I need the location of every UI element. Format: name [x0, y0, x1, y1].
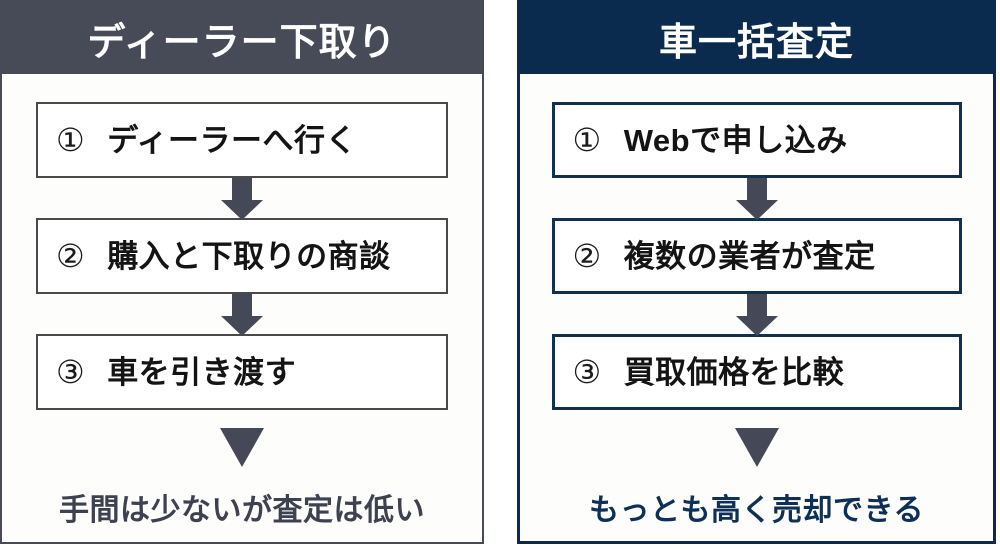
down-arrow-head-icon	[221, 316, 263, 336]
panel-dealer-trade-in: ディーラー下取り ① ディーラーへ行く ② 購入と下取りの商談 ③ 車を引き渡す	[0, 0, 484, 544]
step-label-3-left: 車を引き渡す	[107, 354, 297, 390]
step-box-3-right: ③ 買取価格を比較	[551, 334, 962, 410]
conclusion-text-right: もっとも高く売却できる	[589, 494, 924, 527]
step-box-1-right: ① Webで申し込み	[551, 102, 962, 178]
step-box-3-left: ③ 車を引き渡す	[36, 334, 448, 410]
down-arrow-head-icon	[735, 200, 778, 220]
step-number-3-left: ③	[56, 354, 86, 390]
step-label-2-left: 購入と下取りの商談	[107, 238, 391, 274]
down-arrow-icon	[746, 178, 767, 202]
panel-bulk-appraisal: 車一括査定 ① Webで申し込み ② 複数の業者が査定 ③ 買取価格を比較	[517, 0, 996, 544]
panel-body-bulk-appraisal: ① Webで申し込み ② 複数の業者が査定 ③ 買取価格を比較 もっとも高く売却…	[520, 74, 993, 541]
step-box-2-left: ② 購入と下取りの商談	[36, 218, 448, 294]
down-arrow-head-icon	[735, 316, 778, 336]
connector-arrow-2-right	[551, 294, 963, 336]
connector-arrow-2-left	[36, 294, 448, 336]
step-number-1-left: ①	[56, 122, 86, 158]
panel-header-bulk-appraisal: 車一括査定	[520, 3, 993, 74]
step-box-1-left: ① ディーラーへ行く	[36, 102, 448, 178]
step-label-1-right: Webで申し込み	[623, 122, 848, 158]
step-label-2-right: 複数の業者が査定	[623, 238, 876, 274]
panel-header-dealer-trade-in: ディーラー下取り	[2, 2, 482, 74]
down-arrow-icon	[232, 294, 252, 318]
down-arrow-icon	[746, 294, 767, 318]
down-triangle-icon-right	[734, 428, 779, 467]
panel-body-dealer-trade-in: ① ディーラーへ行く ② 購入と下取りの商談 ③ 車を引き渡す 手間は少ないが査…	[2, 74, 482, 542]
down-arrow-head-icon	[221, 200, 263, 220]
step-box-2-right: ② 複数の業者が査定	[551, 218, 962, 294]
step-number-2-left: ②	[56, 238, 86, 274]
step-label-1-left: ディーラーへ行く	[107, 122, 358, 158]
conclusion-text-left: 手間は少ないが査定は低い	[59, 494, 425, 527]
step-label-3-right: 買取価格を比較	[623, 354, 845, 390]
connector-arrow-1-right	[551, 178, 963, 220]
down-triangle-icon-left	[220, 428, 264, 467]
connector-arrow-1-left	[36, 178, 448, 220]
step-number-3-right: ③	[572, 354, 602, 390]
step-number-2-right: ②	[572, 238, 602, 274]
step-number-1-right: ①	[572, 122, 602, 158]
down-arrow-icon	[232, 178, 252, 202]
